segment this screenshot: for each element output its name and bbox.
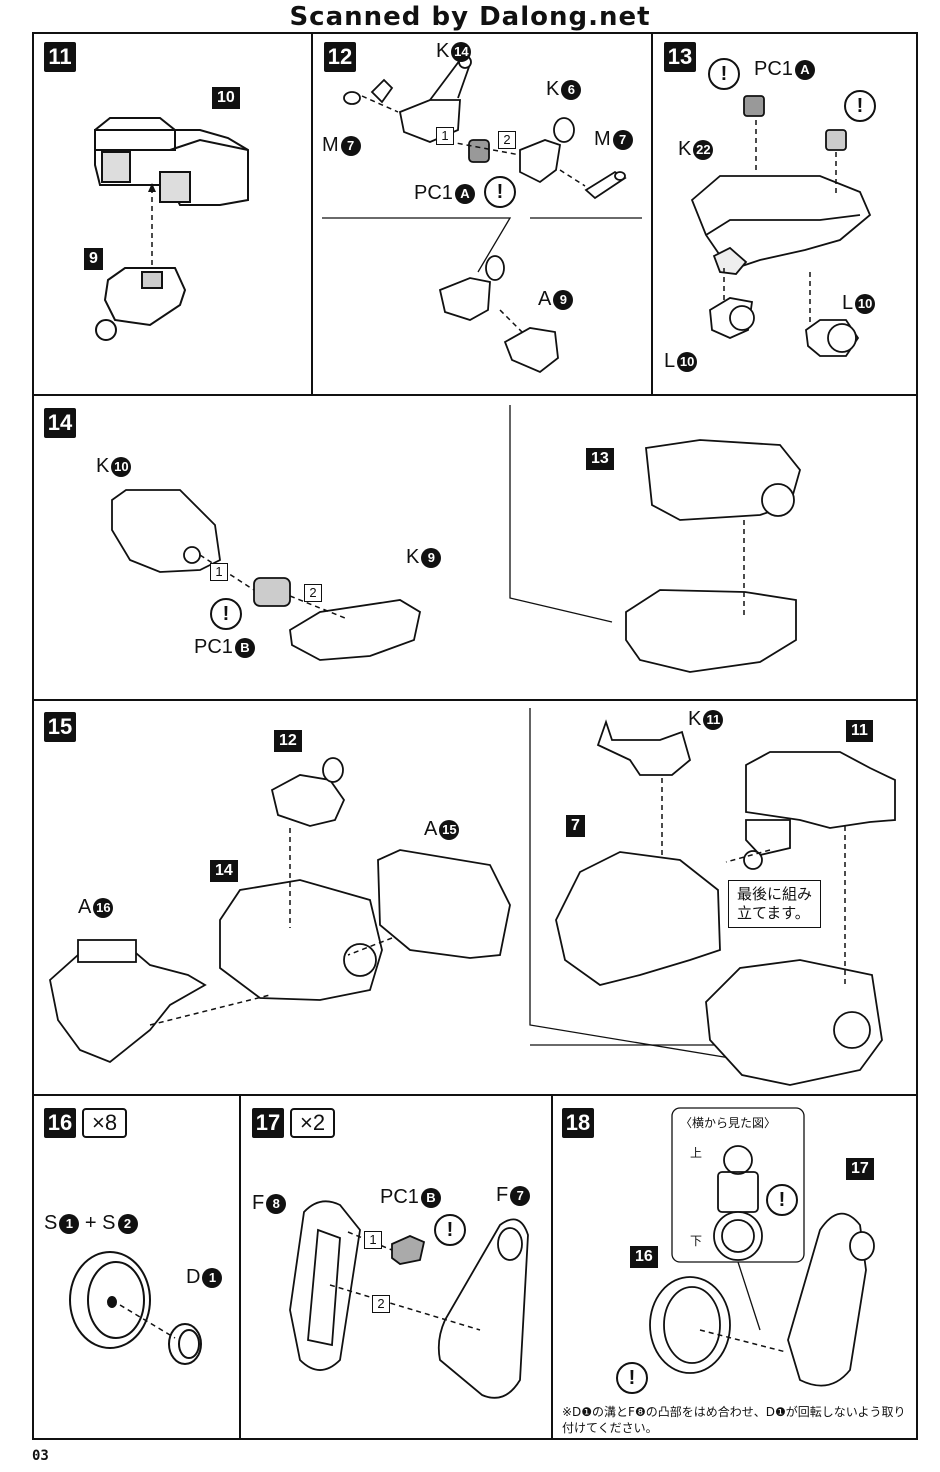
step11-part-ref-10: 10 xyxy=(212,87,240,109)
step18-part-ref-17: 17 xyxy=(846,1158,874,1180)
quantity-x8: ×8 xyxy=(82,1108,128,1138)
step15-part-ref-7: 7 xyxy=(566,815,585,837)
caution-icon: ! xyxy=(434,1214,466,1246)
step15-part-ref-11: 11 xyxy=(846,720,873,742)
order-2: 2 xyxy=(498,131,516,149)
caution-icon: ! xyxy=(844,90,876,122)
order-1: 1 xyxy=(210,563,228,581)
step14-part-ref-13: 13 xyxy=(586,448,614,470)
order-2: 2 xyxy=(372,1295,390,1313)
step-17-badge: 17 xyxy=(252,1108,284,1138)
step11-part-ref-9: 9 xyxy=(84,248,103,270)
order-2: 2 xyxy=(304,584,322,602)
step-18-badge: 18 xyxy=(562,1108,594,1138)
step13-art xyxy=(690,95,872,357)
assembly-order-note: 最後に組み 立てます。 xyxy=(728,880,822,928)
caution-icon: ! xyxy=(616,1362,648,1394)
step-13-badge: 13 xyxy=(664,42,696,72)
scan-watermark: Scanned by Dalong.net xyxy=(289,2,651,32)
side-view-caption: 〈横から見た図〉 xyxy=(680,1116,777,1130)
step14-art xyxy=(111,439,801,673)
step-14-badge: 14 xyxy=(44,408,76,438)
step17-art xyxy=(289,1200,529,1399)
caution-icon: ! xyxy=(766,1184,798,1216)
caution-icon: ! xyxy=(708,58,740,90)
step-12-badge: 12 xyxy=(324,42,356,72)
step-15-badge: 15 xyxy=(44,712,76,742)
step-11-badge: 11 xyxy=(44,42,76,72)
step11-art xyxy=(94,117,249,341)
step15-part-ref-14: 14 xyxy=(210,860,238,882)
step16-art xyxy=(69,1251,202,1365)
order-1: 1 xyxy=(364,1231,382,1249)
order-1: 1 xyxy=(436,127,454,145)
step12-art xyxy=(343,55,627,374)
assembly-footnote: ※D❶の溝とF❽の凸部をはめ合わせ、D❶が回転しないよう取り付けてください。 xyxy=(562,1405,906,1435)
step18-part-ref-16: 16 xyxy=(630,1246,658,1268)
caution-icon: ! xyxy=(210,598,242,630)
instruction-frame xyxy=(32,32,918,1440)
caution-icon: ! xyxy=(484,176,516,208)
step15-part-ref-12: 12 xyxy=(274,730,302,752)
quantity-x2: ×2 xyxy=(290,1108,336,1138)
label-top: 上 xyxy=(690,1146,703,1160)
step18-art xyxy=(649,1145,875,1387)
step15-art xyxy=(49,719,896,1086)
page-number: 03 xyxy=(32,1448,49,1464)
step-16-badge: 16 xyxy=(44,1108,76,1138)
label-bottom: 下 xyxy=(690,1234,703,1248)
